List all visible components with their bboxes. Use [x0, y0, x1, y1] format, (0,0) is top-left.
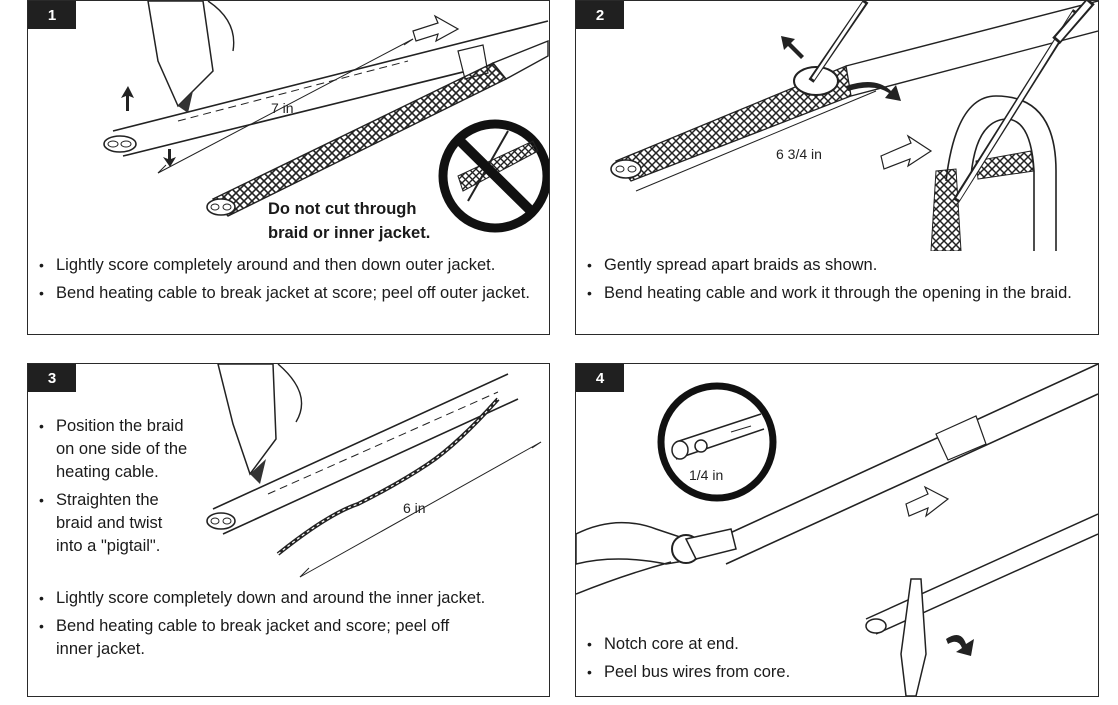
step-1-panel: 1 7 in [27, 0, 550, 335]
instruction-item: Bend heating cable and work it through t… [576, 282, 1091, 305]
step-4-panel: 4 1/4 in Notch core at end. Peel bus wir… [575, 363, 1099, 697]
step-4-illustration: 1/4 in [576, 364, 1098, 696]
instruction-item: Straighten the braid and twist into a "p… [28, 489, 193, 558]
svg-text:1/4 in: 1/4 in [689, 467, 723, 483]
step-3-instructions-lower: Lightly score completely down and around… [28, 587, 488, 666]
step-3-instructions-upper: Position the braid on one side of the he… [28, 415, 193, 563]
no-cut-icon [438, 119, 549, 233]
instruction-item: Lightly score completely down and around… [28, 587, 488, 610]
step-number-badge: 4 [576, 364, 624, 392]
svg-text:7 in: 7 in [271, 100, 294, 116]
step-3-illustration: 6 in [206, 364, 542, 578]
svg-text:6 3/4 in: 6 3/4 in [776, 146, 822, 162]
instruction-item: Peel bus wires from core. [576, 661, 876, 684]
warning-note: Do not cut through braid or inner jacket… [268, 200, 431, 242]
step-4-instructions: Notch core at end. Peel bus wires from c… [576, 633, 876, 689]
step-2-illustration: 6 3/4 in [610, 1, 1098, 251]
step-1-illustration: 7 in [103, 1, 549, 233]
step-number-badge: 2 [576, 1, 624, 29]
step-2-instructions: Gently spread apart braids as shown. Ben… [576, 254, 1091, 310]
svg-text:6 in: 6 in [403, 500, 426, 516]
instruction-item: Notch core at end. [576, 633, 876, 656]
step-1-instructions: Lightly score completely around and then… [28, 254, 538, 310]
step-number-badge: 3 [28, 364, 76, 392]
instruction-item: Position the braid on one side of the he… [28, 415, 193, 484]
step-2-panel: 2 6 3/4 in Gently sp [575, 0, 1099, 335]
instruction-item: Lightly score completely around and then… [28, 254, 538, 277]
instruction-item: Gently spread apart braids as shown. [576, 254, 1091, 277]
step-3-panel: 3 6 in Position the braid on one side of… [27, 363, 550, 697]
step-number-badge: 1 [28, 1, 76, 29]
instruction-item: Bend heating cable to break jacket and s… [28, 615, 488, 661]
instruction-item: Bend heating cable to break jacket at sc… [28, 282, 538, 305]
